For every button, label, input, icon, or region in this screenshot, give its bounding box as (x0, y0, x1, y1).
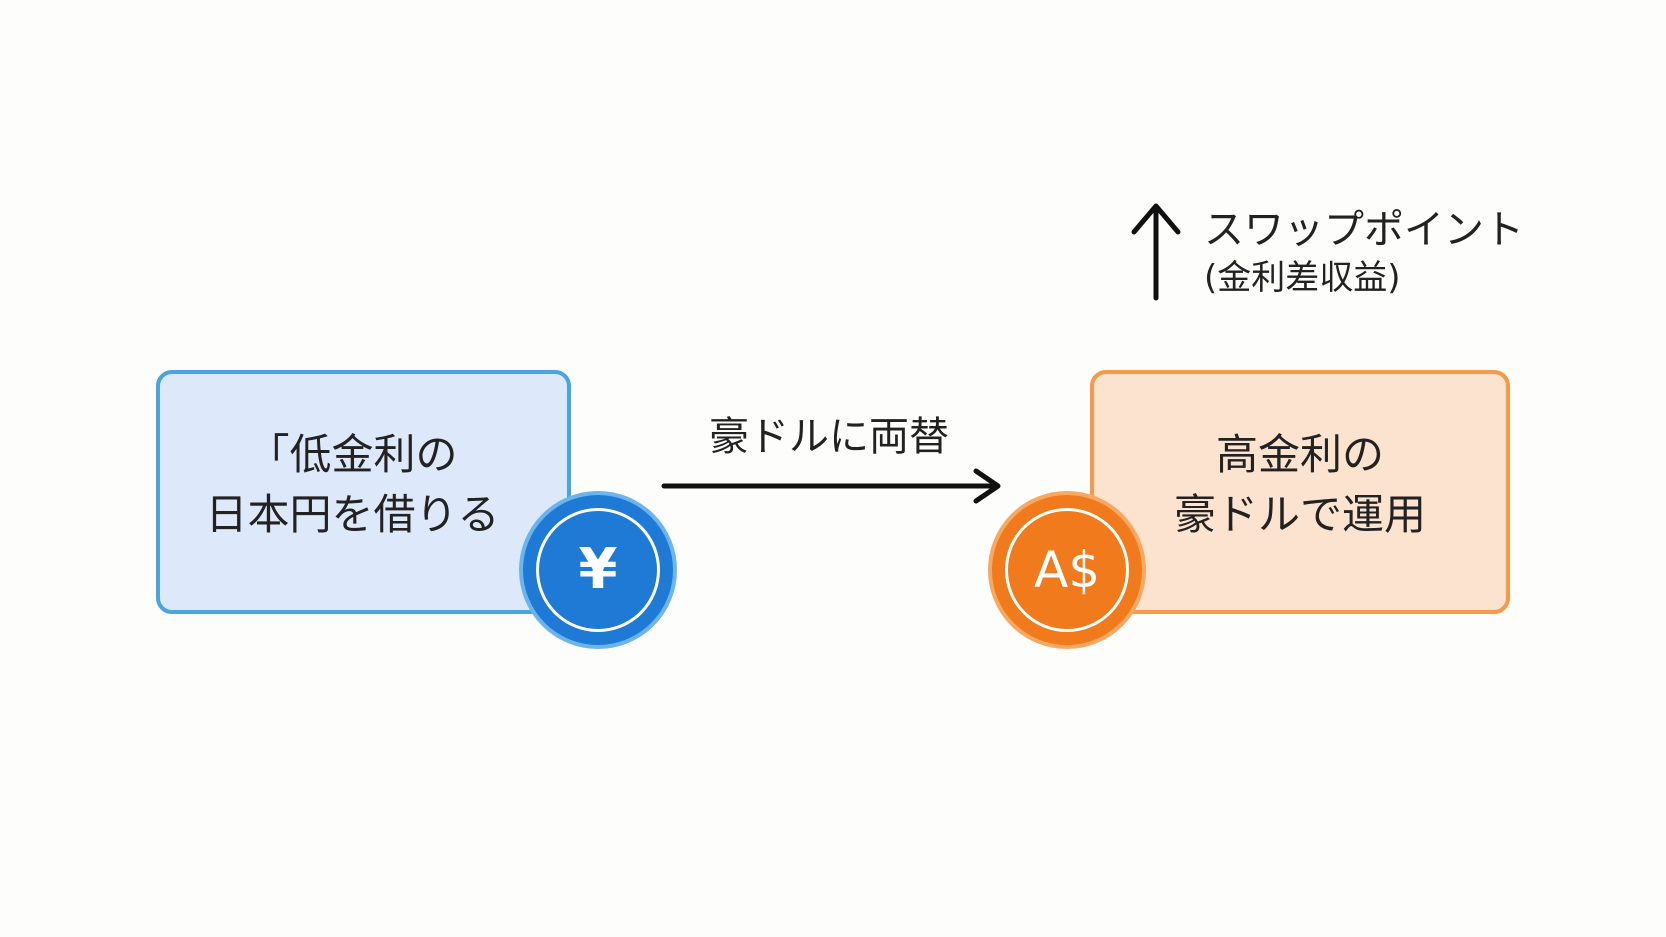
invest-aud-text: 高金利の 豪ドルで運用 (1174, 425, 1426, 545)
exchange-arrow-icon (661, 468, 1001, 504)
swap-point-title: スワップポイント (1204, 207, 1524, 253)
yen-coin-ring (536, 508, 660, 632)
yen-coin-icon: ¥ (519, 491, 677, 649)
aud-coin-icon: A$ (988, 491, 1146, 649)
exchange-label: 豪ドルに両替 (709, 414, 949, 460)
aud-coin-ring (1005, 508, 1129, 632)
borrow-yen-box: 「低金利の 日本円を借りる (156, 370, 571, 614)
aud-symbol: A$ (1033, 541, 1100, 599)
invest-aud-box: 高金利の 豪ドルで運用 (1090, 370, 1510, 614)
swap-point-subtitle: (金利差収益) (1204, 258, 1401, 298)
invest-aud-line-1: 高金利の (1215, 430, 1384, 479)
swap-up-arrow-icon (1131, 203, 1181, 301)
invest-aud-line-2: 豪ドルで運用 (1173, 490, 1426, 539)
borrow-yen-line-2: 日本円を借りる (205, 490, 500, 539)
borrow-yen-text: 「低金利の 日本円を借りる (205, 425, 499, 545)
borrow-yen-line-1: 「低金利の (247, 430, 458, 479)
yen-symbol: ¥ (578, 537, 618, 602)
